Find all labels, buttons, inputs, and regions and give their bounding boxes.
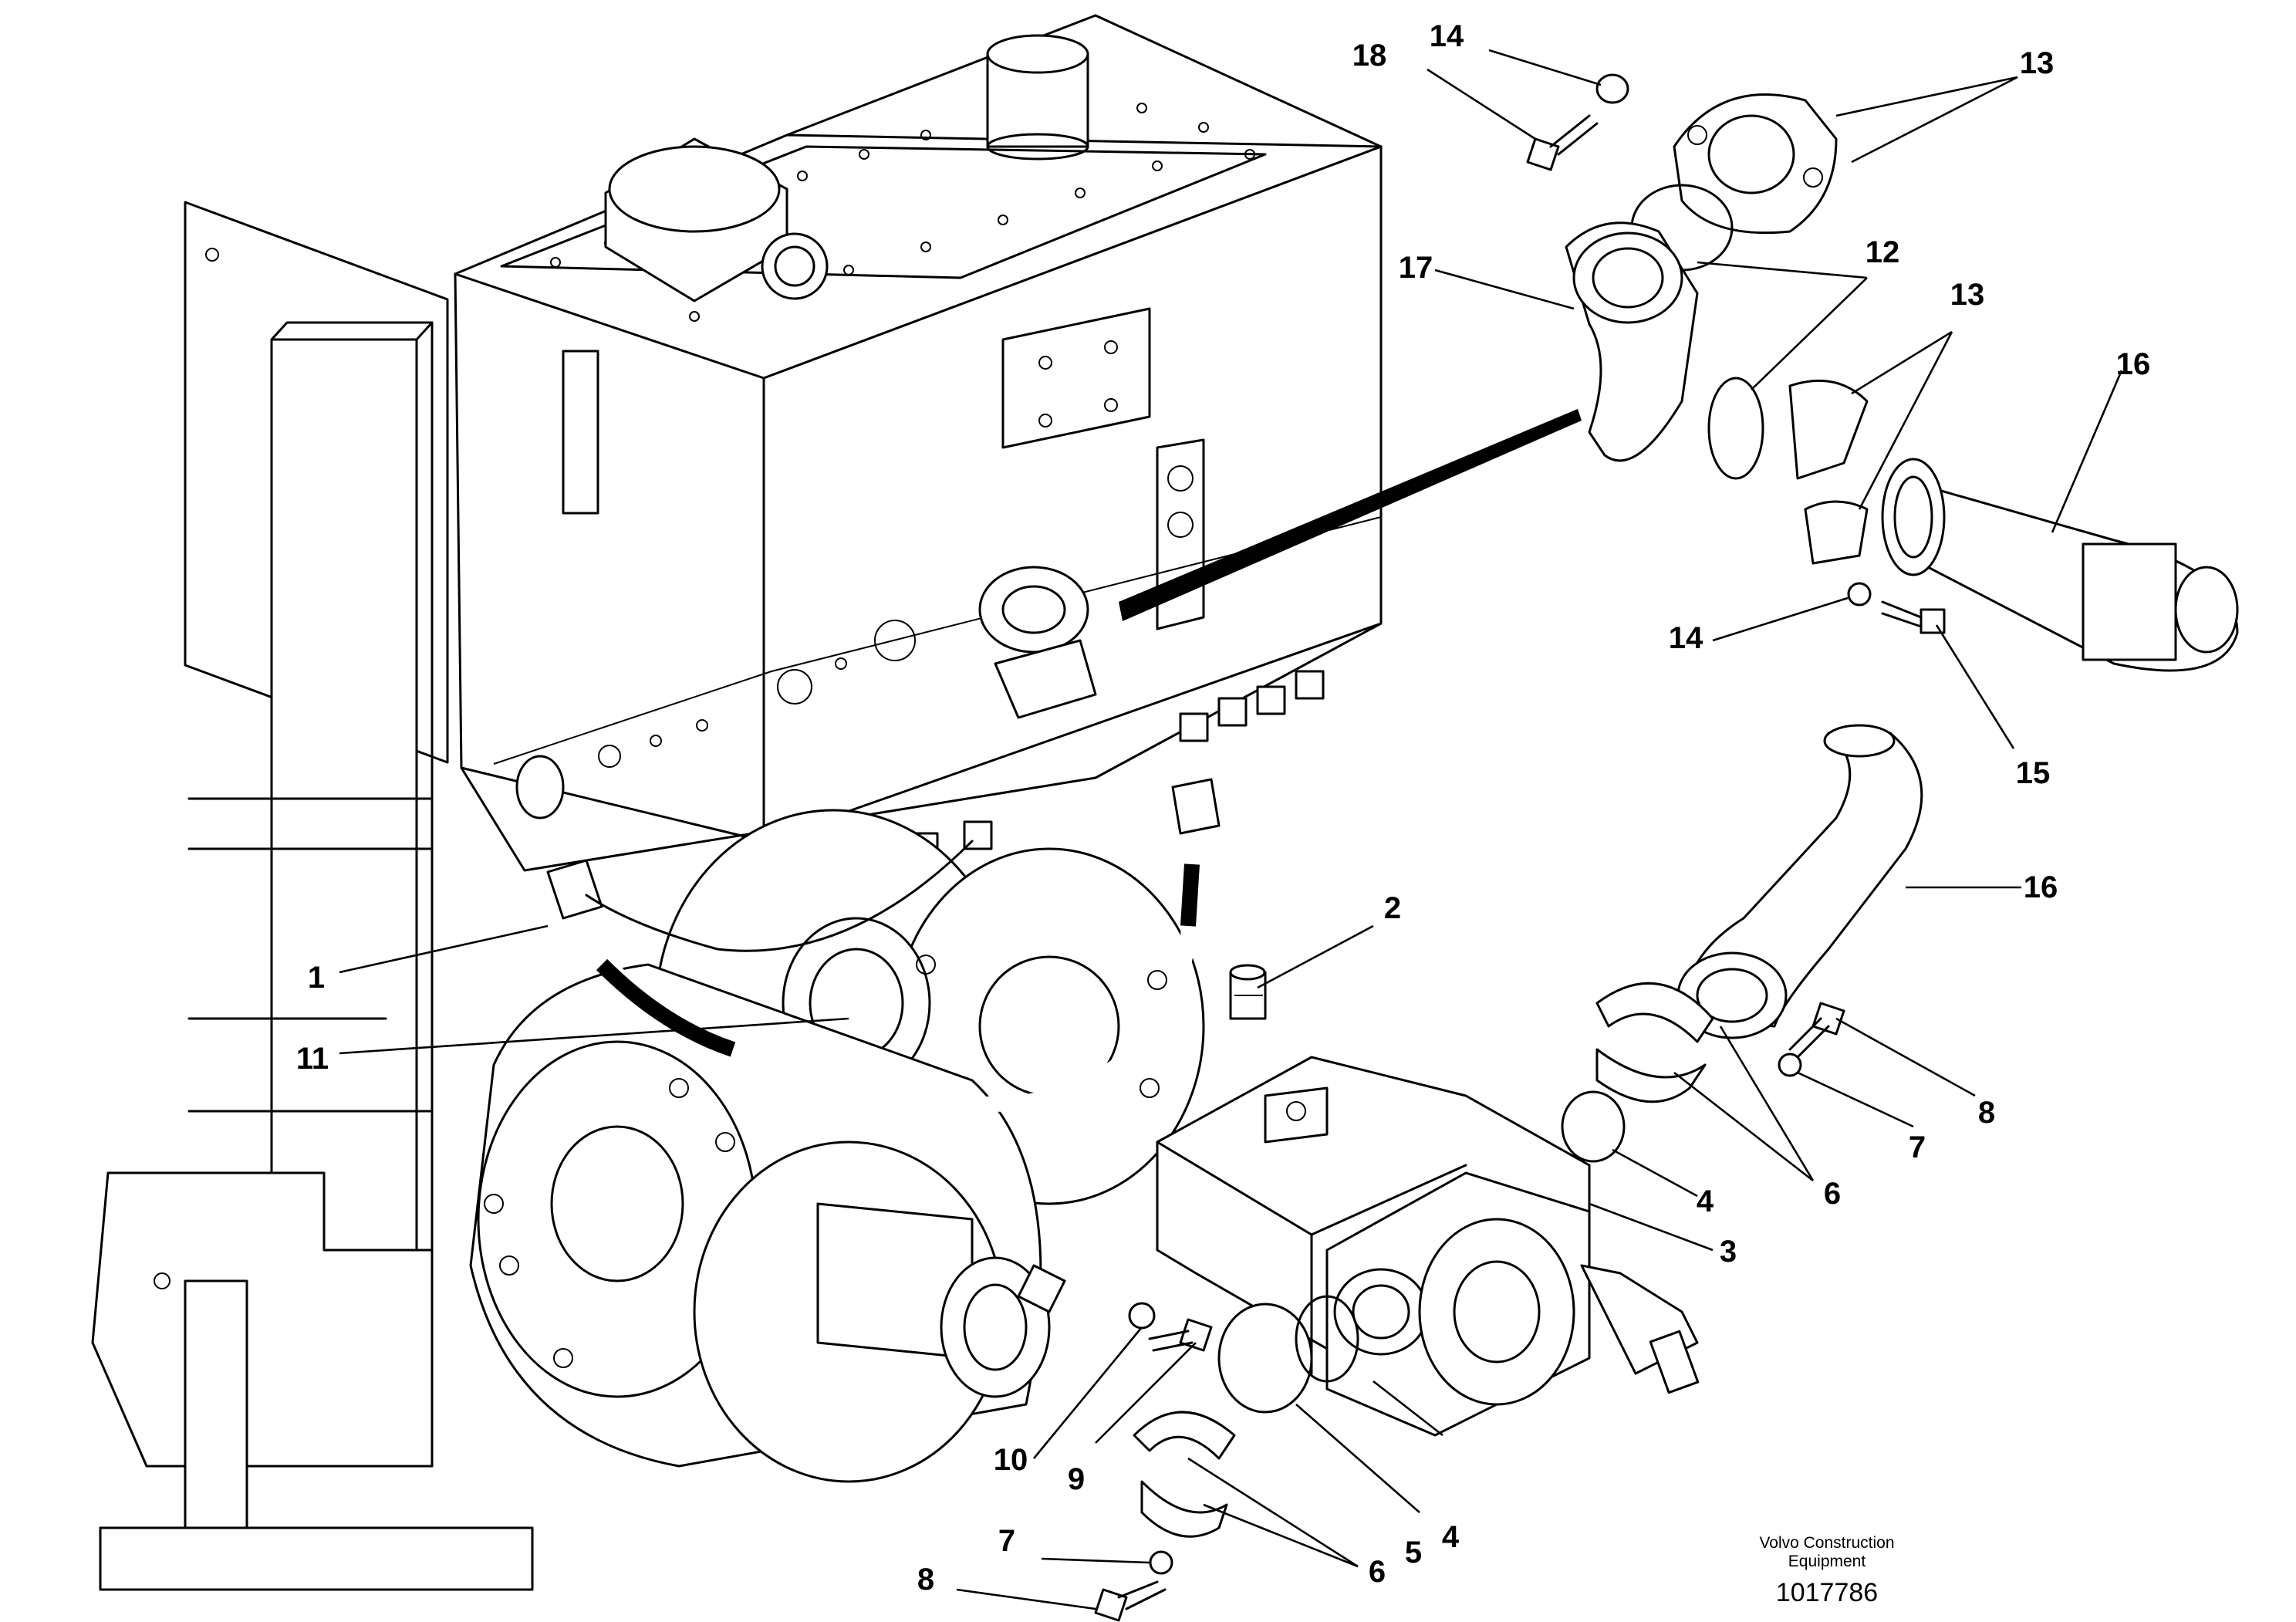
part-14-washer-upper	[1595, 73, 1629, 104]
part-8-bolt-lower	[1094, 1580, 1167, 1622]
callout-4-lower: 4	[1442, 1520, 1460, 1554]
part-7-washer-upper	[1778, 1053, 1802, 1077]
part-14-washer-lower	[1847, 582, 1872, 607]
pump-drive-gearbox	[469, 809, 1205, 1483]
callout-1: 1	[308, 961, 325, 995]
part-4-oring-lower	[1295, 1295, 1359, 1383]
callout-6-upper: 6	[1824, 1177, 1841, 1211]
part-15-bolt	[1881, 600, 1946, 634]
callout-14-lower: 14	[1669, 621, 1703, 655]
tank-suction-flange	[978, 566, 1097, 719]
callout-10: 10	[994, 1443, 1028, 1477]
assembly-direction-wedge	[1119, 409, 1582, 621]
filler-cap	[986, 34, 1089, 161]
callout-7-lower: 7	[998, 1524, 1015, 1558]
part-12-oring-lower	[1707, 377, 1764, 480]
sight-glass	[562, 350, 599, 515]
credit-line-2: Equipment	[1788, 1553, 1866, 1570]
small-pipe	[585, 840, 974, 952]
callout-7-upper: 7	[1909, 1130, 1926, 1164]
filter-housing	[604, 137, 829, 302]
callout-16-lower: 16	[2024, 870, 2058, 904]
part-17-elbow	[1565, 221, 1699, 462]
tank-bracket	[1001, 307, 1151, 449]
machine-frame	[91, 201, 534, 1591]
part-10-washer	[1128, 1302, 1156, 1330]
part-8-bolt-upper	[1788, 1002, 1845, 1059]
pto-coupling	[940, 1256, 1066, 1398]
part-6-clamp-halves-lower	[1133, 1411, 1236, 1538]
callout-14-upper: 14	[1430, 19, 1464, 53]
callout-17: 17	[1399, 251, 1433, 285]
callout-5: 5	[1405, 1536, 1422, 1570]
callout-16-upper: 16	[2116, 347, 2151, 381]
callout-9: 9	[1068, 1462, 1085, 1496]
callout-15: 15	[2016, 756, 2051, 790]
part-16-hose-upper	[1881, 458, 2239, 672]
callout-12: 12	[1866, 235, 1900, 269]
part-13-flange-upper	[1673, 93, 1838, 235]
callout-4-upper: 4	[1697, 1184, 1714, 1218]
callout-8-upper: 8	[1978, 1096, 1995, 1130]
callout-13-upper: 13	[2020, 46, 2055, 80]
part-4-oring-upper	[1561, 1090, 1626, 1163]
document-number: 1017786	[1776, 1578, 1878, 1607]
leader-lines	[339, 49, 2123, 1610]
part-16-hose-lower	[1676, 724, 1923, 1039]
part-7-washer-lower	[1149, 1550, 1173, 1575]
part-9-bolt	[1148, 1318, 1213, 1352]
callout-2: 2	[1384, 891, 1401, 925]
part-18-bolt	[1526, 114, 1599, 171]
callout-8-lower: 8	[917, 1563, 934, 1597]
callout-labels: 1 11 2 3 4 6 7 8 16 10 9 7 8 6 5 4 14 18…	[296, 19, 2150, 1597]
callout-11: 11	[296, 1042, 329, 1076]
credit-line-1: Volvo Construction	[1759, 1534, 1894, 1552]
hose-1	[546, 778, 1221, 1112]
callout-3: 3	[1720, 1235, 1737, 1269]
part-13-clamp-halves	[1788, 379, 1869, 565]
part-6-clamp-halves-upper	[1595, 982, 1714, 1103]
part-2-fitting	[1229, 964, 1267, 1020]
hydraulic-pump	[1156, 1056, 1700, 1437]
part-5-cover	[1217, 1303, 1313, 1414]
hydraulic-tank	[454, 14, 1383, 872]
callout-6-lower: 6	[1369, 1555, 1386, 1589]
callout-13-lower: 13	[1950, 278, 1985, 312]
callout-18: 18	[1352, 39, 1387, 73]
